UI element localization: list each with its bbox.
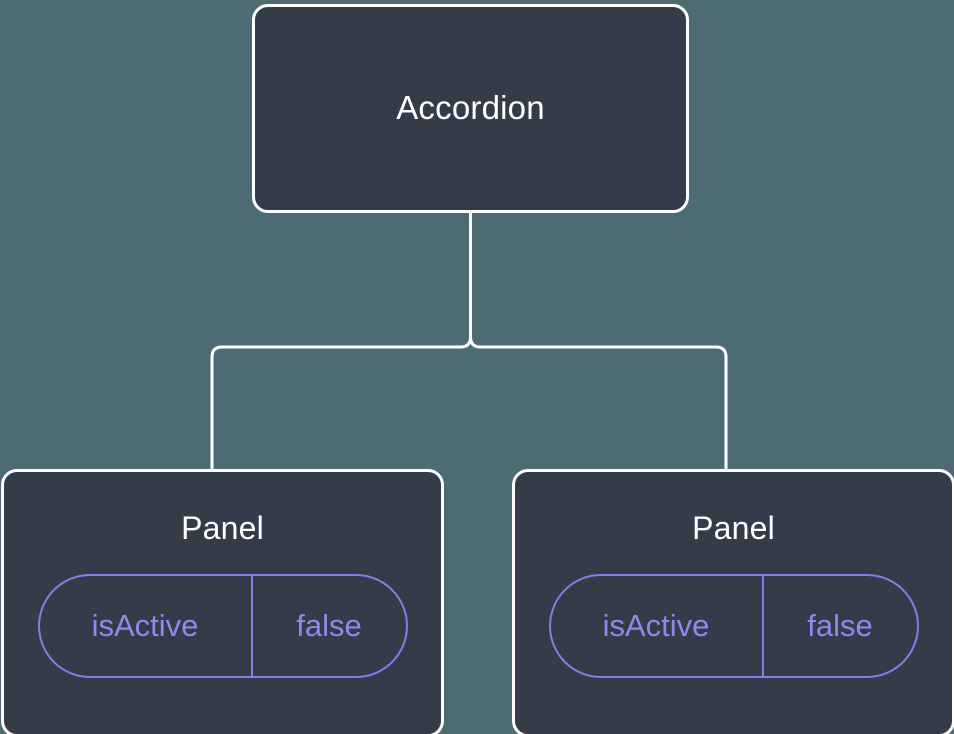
- node-accordion-title: Accordion: [396, 89, 545, 127]
- node-panel-1-prop-value: false: [296, 608, 362, 644]
- node-panel-1-prop-key: isActive: [40, 576, 253, 677]
- node-accordion[interactable]: Accordion: [252, 4, 689, 213]
- node-panel-1-title: Panel: [181, 510, 264, 546]
- node-panel-1[interactable]: Panel isActive false: [1, 469, 444, 734]
- edge-root-to-panel-2: [469, 212, 728, 470]
- node-panel-2-title: Panel: [692, 510, 775, 546]
- node-panel-2-prop-pill[interactable]: isActive false: [548, 574, 919, 679]
- node-panel-2[interactable]: Panel isActive false: [512, 469, 954, 734]
- node-panel-2-prop-value: false: [807, 608, 873, 644]
- node-panel-1-prop-pill[interactable]: isActive false: [37, 574, 408, 679]
- node-panel-2-prop-key: isActive: [551, 576, 764, 677]
- edge-root-to-panel-1: [210, 212, 472, 470]
